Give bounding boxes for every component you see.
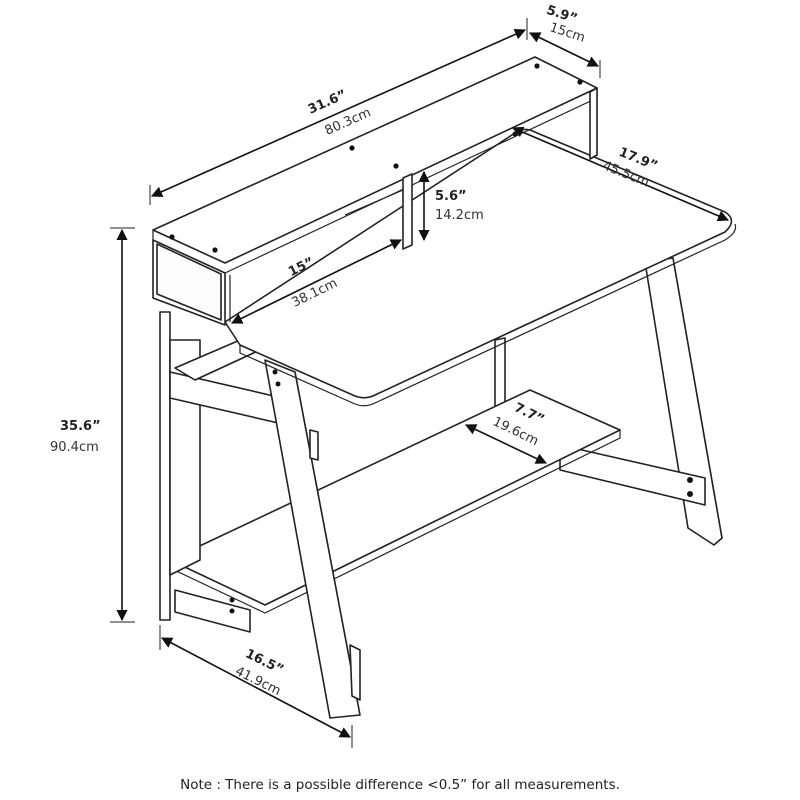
desk-depth-dimension-line (511, 126, 730, 222)
hutch-height-imperial: 5.6” (435, 189, 467, 204)
left-back-leg (159, 311, 171, 621)
height-imperial: 35.6” (60, 419, 101, 434)
back-right-leg (644, 257, 723, 546)
shelf-depth-dimension-line (464, 424, 548, 464)
hutch-depth-dimension-line (528, 32, 600, 67)
hutch-divider (402, 173, 413, 250)
dimension-lines (110, 18, 730, 748)
width-dimension-line (150, 28, 527, 198)
leg-depth-dimension-line (161, 637, 351, 738)
back-rail (494, 337, 506, 413)
measurement-note: Note : There is a possible difference <0… (180, 777, 620, 793)
hutch-height-metric: 14.2cm (435, 208, 484, 223)
height-metric: 90.4cm (50, 440, 99, 455)
back-stretcher (559, 444, 706, 506)
shelf-width-dimension-line (230, 239, 403, 324)
width-imperial: 31.6” (306, 87, 349, 117)
bottom-shelf (169, 389, 621, 606)
